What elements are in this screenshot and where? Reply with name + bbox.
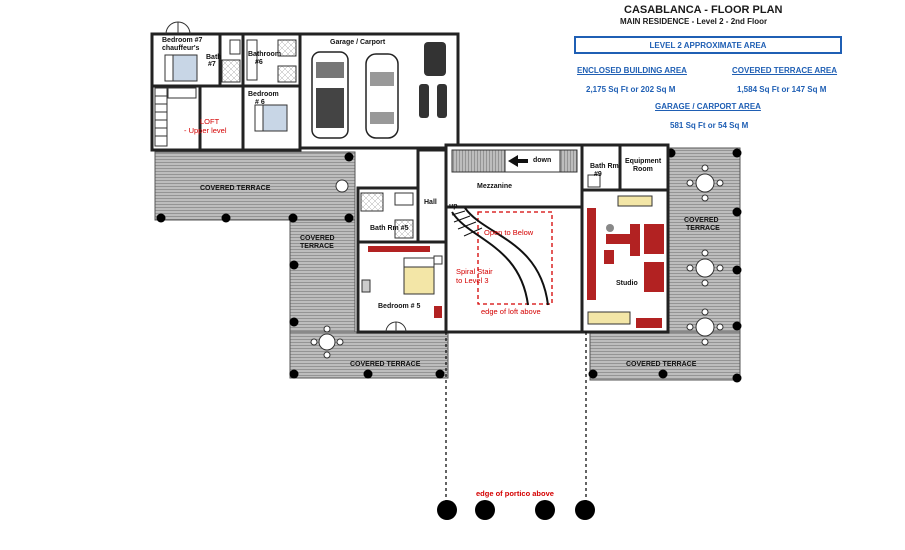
label-terrace-mid-sub: TERRACE (300, 243, 334, 250)
label-bathroom6: Bathroom (248, 51, 281, 58)
label-equipment-room: Room (633, 166, 653, 173)
portico-outline (445, 332, 587, 508)
label-down: down (533, 157, 551, 164)
plan-subtitle: MAIN RESIDENCE - Level 2 - 2nd Floor (620, 17, 768, 26)
area-box-title: LEVEL 2 APPROXIMATE AREA (649, 41, 767, 50)
plan-title: CASABLANCA - FLOOR PLAN (624, 4, 783, 16)
fixtures-bathroom6 (246, 39, 297, 83)
label-mezzanine: Mezzanine (477, 183, 512, 190)
furniture-bedroom5 (361, 246, 443, 318)
area-box: LEVEL 2 APPROXIMATE AREA (574, 36, 842, 54)
down-arrow (508, 155, 528, 167)
terrace-tables (310, 164, 724, 359)
label-bath9-num: #9 (594, 171, 602, 178)
room-labels: Bedroom #7 chauffeur's Bath #7 Bathroom … (162, 37, 720, 498)
label-bath5: Bath Rm #5 (370, 225, 409, 232)
loft-stair (154, 87, 197, 147)
doors-bedroom7 (165, 21, 191, 35)
enclosed-area-label: ENCLOSED BUILDING AREA (577, 66, 687, 75)
garage-area-value: 581 Sq Ft or 54 Sq M (670, 121, 749, 130)
label-hall: Hall (424, 199, 437, 206)
enclosed-area-value: 2,175 Sq Ft or 202 Sq M (586, 85, 676, 94)
label-bath9: Bath Rm (590, 163, 619, 170)
label-loft-sub: - Upper level (184, 126, 227, 135)
doors-bedroom5 (385, 321, 407, 333)
label-open-below: Open to Below (484, 228, 534, 237)
label-up: up (449, 203, 458, 210)
terrace-northwest (154, 151, 356, 221)
terrace-columns (156, 148, 742, 383)
fixtures-bath9 (587, 174, 601, 188)
label-bedroom6: Bedroom (248, 91, 279, 98)
central-walls (356, 148, 448, 334)
label-edge-loft: edge of loft above (481, 307, 541, 316)
label-bathroom6-num: #6 (255, 59, 263, 66)
label-bath7: Bath (206, 54, 222, 61)
label-bedroom7-sub: chauffeur's (162, 45, 200, 52)
label-studio: Studio (616, 280, 638, 287)
label-bath7-num: #7 (208, 61, 216, 68)
fixtures-bath5 (360, 192, 414, 239)
terrace-area-label: COVERED TERRACE AREA (732, 66, 838, 75)
label-bedroom6-num: # 6 (255, 99, 265, 106)
label-garage: Garage / Carport (330, 39, 386, 46)
garage-vehicles (311, 42, 447, 139)
spiral-stair (451, 207, 549, 306)
label-equipment: Equipment (625, 158, 662, 165)
terrace-area-value: 1,584 Sq Ft or 147 Sq M (737, 85, 827, 94)
open-to-below-outline (477, 211, 553, 305)
bed-bedroom6 (254, 104, 288, 132)
label-terrace-nw: COVERED TERRACE (200, 185, 271, 192)
label-bedroom5: Bedroom # 5 (378, 303, 421, 310)
bed-bedroom7 (164, 54, 198, 82)
label-edge-portico: edge of portico above (476, 489, 554, 498)
label-terrace-east-sub: TERRACE (686, 225, 720, 232)
label-loft: LOFT (200, 117, 220, 126)
fixtures-bath7 (221, 39, 241, 83)
portico-columns (437, 500, 595, 520)
label-spiral-stair-sub: to Level 3 (456, 276, 489, 285)
label-terrace-se: COVERED TERRACE (626, 361, 697, 368)
label-spiral-stair: Spiral Stair (456, 267, 493, 276)
furniture-studio (587, 195, 664, 328)
label-terrace-east: COVERED (684, 217, 719, 224)
garage-area-label: GARAGE / CARPORT AREA (655, 102, 761, 111)
label-bedroom7: Bedroom #7 (162, 37, 203, 44)
label-terrace-sw: COVERED TERRACE (350, 361, 421, 368)
label-terrace-mid: COVERED (300, 235, 335, 242)
